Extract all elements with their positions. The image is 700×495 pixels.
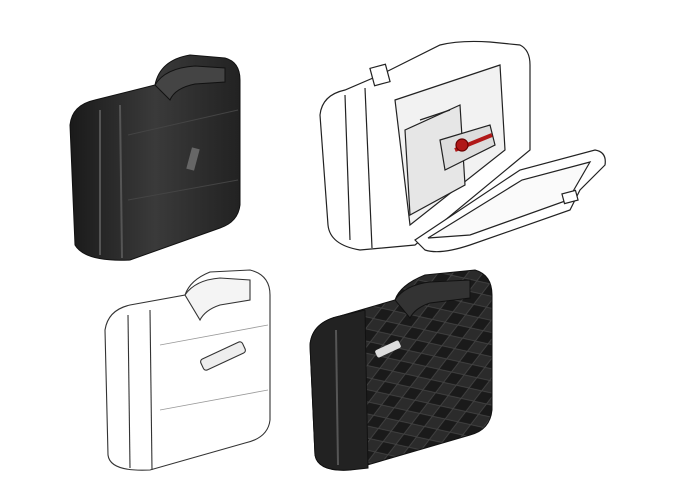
- logo-badge: [186, 147, 200, 171]
- closed-case-black-smooth: [69, 54, 241, 261]
- closed-case-line-drawing: [104, 269, 271, 471]
- logo-badge: [375, 340, 401, 358]
- closed-case-black-diamond-texture: [309, 269, 493, 471]
- open-case-line-drawing: [319, 40, 606, 253]
- logo-badge: [200, 341, 246, 371]
